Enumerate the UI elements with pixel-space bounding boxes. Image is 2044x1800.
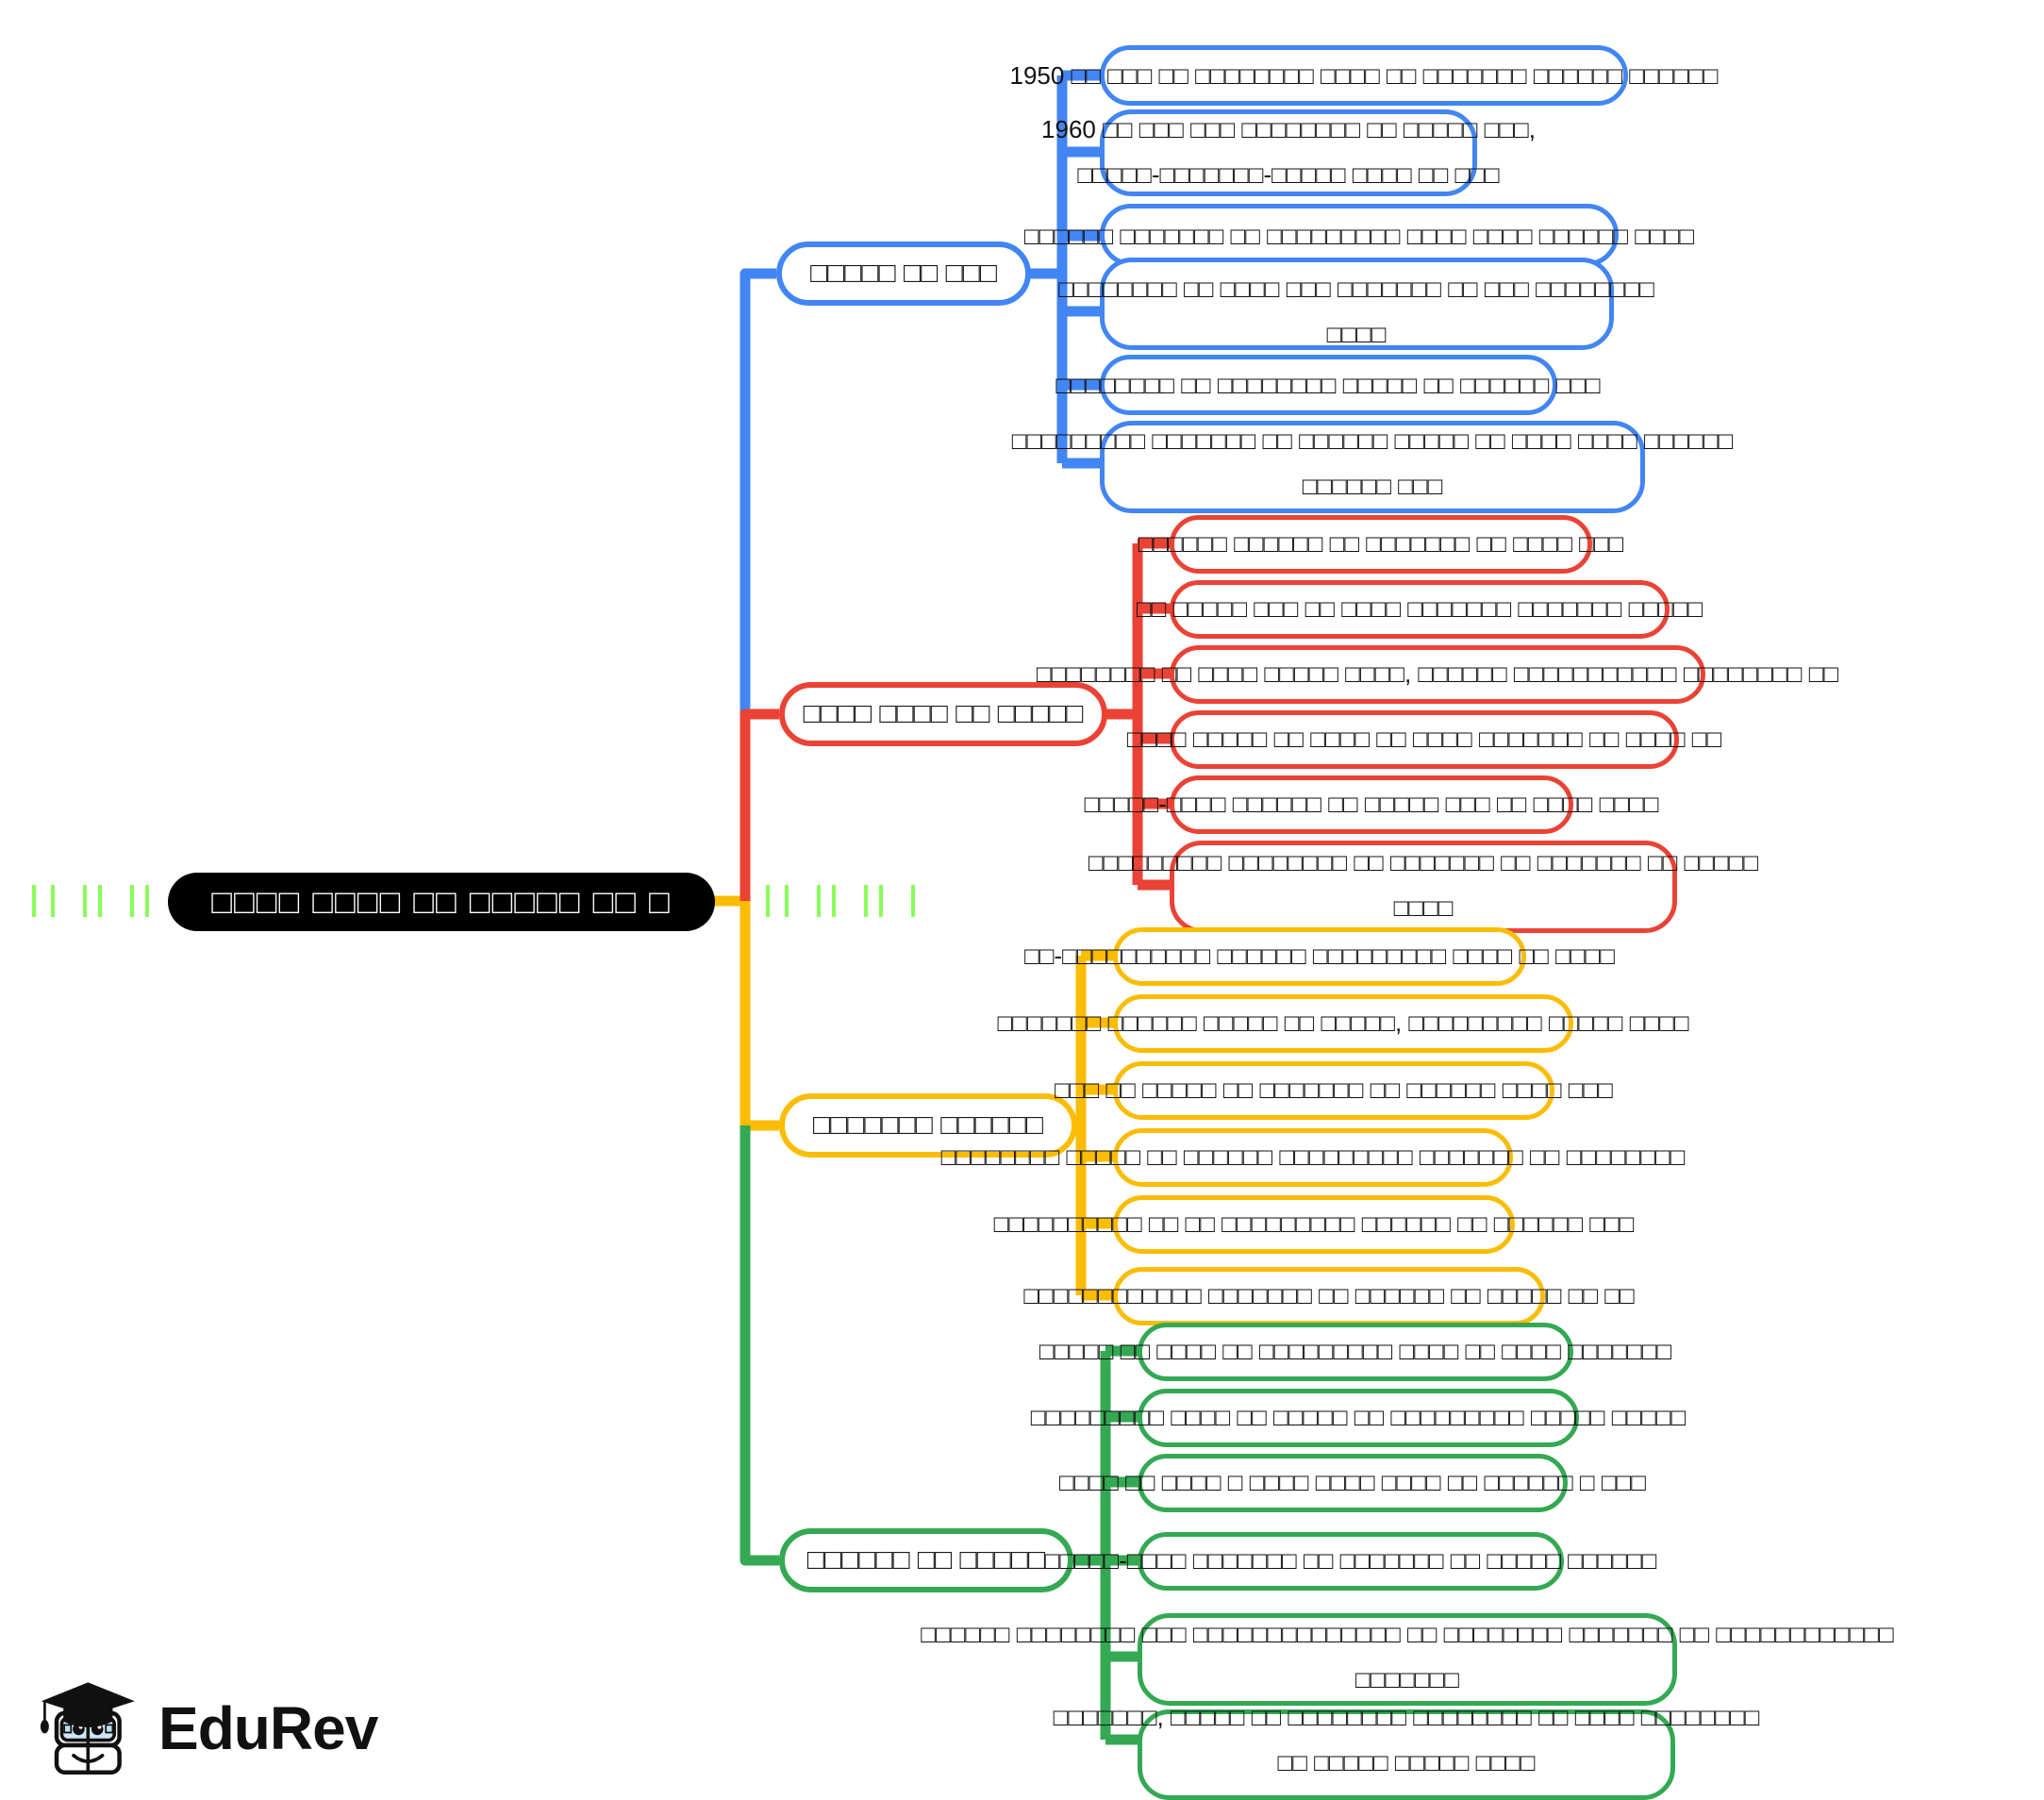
leaf-node[interactable] (1170, 645, 1705, 704)
leaf-node[interactable] (1138, 1709, 1675, 1800)
leaf-node[interactable] (1100, 421, 1645, 513)
leaf-node[interactable] (1100, 258, 1614, 350)
leaf-node[interactable] (1100, 355, 1557, 415)
leaf-node[interactable] (1113, 1195, 1515, 1254)
leaf-node[interactable] (1170, 515, 1592, 574)
branch-node-blue-label: □□□□□ □□ □□□ (810, 258, 997, 289)
leaf-node[interactable] (1113, 1267, 1545, 1325)
edurev-logo[interactable]: EduRev (40, 1677, 378, 1779)
branch-node-green-label: □□□□□□ □□ □□□□□ (806, 1544, 1046, 1575)
leaf-node[interactable] (1138, 1532, 1564, 1591)
leaf-node[interactable] (1138, 1454, 1568, 1512)
leaf-node[interactable] (1170, 710, 1679, 769)
leaf-node[interactable] (1100, 45, 1628, 106)
leaf-node[interactable] (1170, 841, 1677, 933)
root-node[interactable]: □□□□ □□□□ □□ □□□□□ □□ □ (168, 873, 715, 931)
leaf-node[interactable] (1138, 1613, 1677, 1706)
leaf-node[interactable] (1100, 109, 1477, 196)
leaf-node[interactable] (1170, 775, 1573, 834)
branch-node-blue[interactable]: □□□□□ □□ □□□ (776, 242, 1031, 306)
leaf-node[interactable] (1138, 1389, 1579, 1447)
branch-node-green[interactable]: □□□□□□ □□ □□□□□ (779, 1528, 1073, 1592)
tick-decoration-right (766, 885, 915, 917)
branch-node-yellow[interactable]: □□□□□□□ □□□□□□ (779, 1093, 1077, 1158)
leaf-node[interactable] (1170, 580, 1670, 639)
leaf-node[interactable] (1113, 994, 1573, 1053)
root-node-label: □□□□ □□□□ □□ □□□□□ □□ □ (211, 882, 672, 921)
leaf-node[interactable] (1138, 1323, 1573, 1381)
leaf-node[interactable] (1113, 1061, 1554, 1120)
leaf-node[interactable] (1113, 927, 1526, 986)
edurev-brand-text: EduRev (158, 1694, 378, 1762)
leaf-node[interactable] (1113, 1128, 1513, 1187)
edurev-mascot-icon (40, 1677, 141, 1779)
branch-node-red[interactable]: □□□□ □□□□ □□ □□□□□ (779, 682, 1107, 746)
branch-node-yellow-label: □□□□□□□ □□□□□□ (813, 1109, 1043, 1141)
branch-node-red-label: □□□□ □□□□ □□ □□□□□ (803, 698, 1084, 729)
